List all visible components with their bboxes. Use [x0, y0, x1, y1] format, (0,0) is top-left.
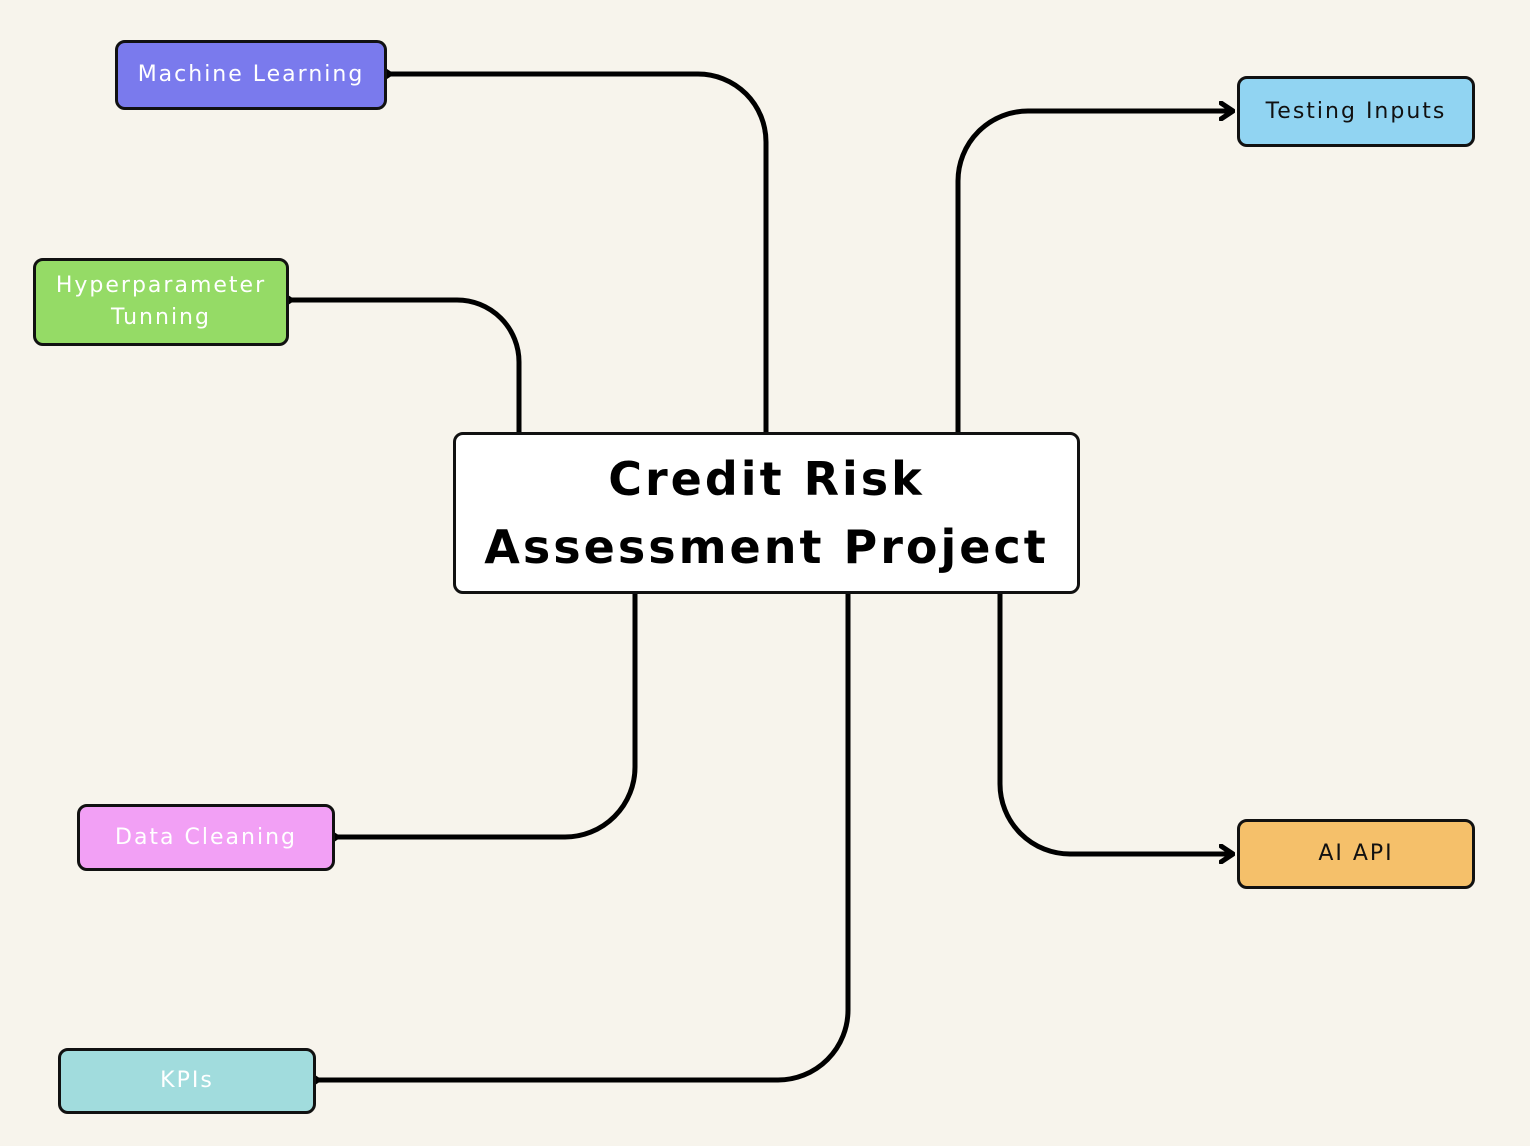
node-hyperparameter-label-line1: Hyperparameter: [55, 273, 267, 298]
central-title-line1: Credit Risk: [608, 452, 925, 506]
connector-hyperparameter: [291, 300, 522, 432]
connector-testing-inputs: [955, 111, 1233, 432]
node-ai-api-label: AI API: [1318, 841, 1394, 866]
node-machine-learning: Machine Learning: [115, 40, 387, 110]
node-ai-api: AI API: [1237, 819, 1475, 889]
connector-machine-learning: [390, 74, 769, 432]
connector-ai-api: [997, 594, 1233, 854]
connector-kpis: [318, 594, 851, 1080]
central-title-line2: Assessment Project: [484, 520, 1049, 574]
node-testing-inputs: Testing Inputs: [1237, 76, 1475, 147]
connector-data-cleaning: [337, 594, 638, 837]
node-data-cleaning-label: Data Cleaning: [115, 824, 297, 850]
node-kpis: KPIs: [58, 1048, 316, 1114]
node-hyperparameter-tunning: Hyperparameter Tunning: [33, 258, 289, 346]
node-kpis-label: KPIs: [160, 1068, 214, 1093]
node-data-cleaning: Data Cleaning: [77, 804, 335, 871]
central-node: Credit Risk Assessment Project: [453, 432, 1080, 594]
node-testing-inputs-label: Testing Inputs: [1265, 98, 1447, 124]
node-hyperparameter-label-line2: Tunning: [111, 305, 211, 330]
node-machine-learning-label: Machine Learning: [137, 62, 365, 87]
